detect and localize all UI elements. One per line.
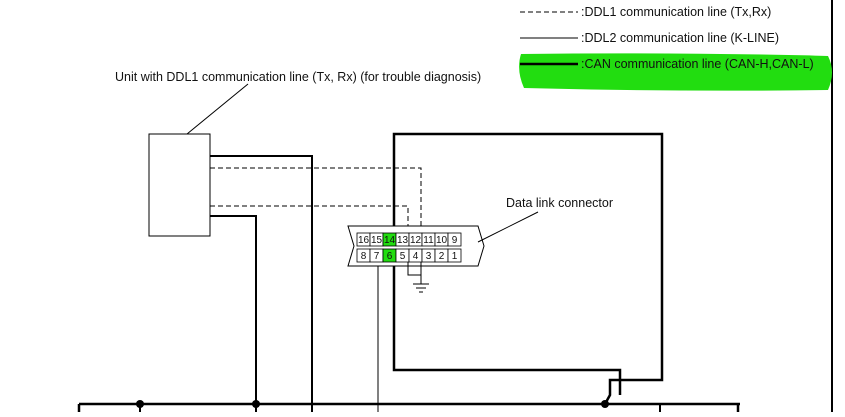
legend-ddl2-label: :DDL2 communication line (K-LINE): [581, 31, 779, 45]
pin-label-16: 16: [358, 235, 370, 246]
pin-cell-1: [447, 248, 462, 263]
legend-can-label: :CAN communication line (CAN-H,CAN-L): [581, 57, 814, 71]
pin-label-6: 6: [387, 251, 393, 262]
pin-label-14: 14: [384, 235, 396, 246]
connector-leader-line: [477, 211, 539, 243]
pin-label-12: 12: [410, 235, 422, 246]
pin-label-15: 15: [371, 235, 383, 246]
pin-label-13: 13: [397, 235, 409, 246]
pin-label-1: 1: [452, 251, 458, 262]
ground-icon: [413, 283, 429, 293]
wire-ddl1-tx: [210, 205, 409, 232]
pin-label-11: 11: [423, 235, 434, 246]
unit-leader-line: [186, 83, 249, 135]
junction-dot-1: [136, 400, 144, 408]
pin-label-7: 7: [374, 251, 380, 262]
wire-unit-k-line: [210, 155, 313, 412]
unit-label: Unit with DDL1 communication line (Tx, R…: [115, 70, 481, 84]
pin-label-3: 3: [426, 251, 432, 262]
pin-label-9: 9: [452, 235, 458, 246]
legend: :DDL1 communication line (Tx,Rx) :DDL2 c…: [519, 5, 832, 91]
pin-label-8: 8: [361, 251, 367, 262]
pin-label-2: 2: [439, 251, 445, 262]
unit-box: [148, 133, 211, 237]
pin-cell-9: [447, 232, 462, 247]
wire-unit-power: [210, 215, 257, 412]
junction-dot-2: [252, 400, 260, 408]
legend-can-highlight: [519, 53, 832, 91]
junction-dot-3: [601, 400, 609, 408]
connector-label: Data link connector: [506, 196, 613, 210]
legend-ddl1-label: :DDL1 communication line (Tx,Rx): [581, 5, 771, 19]
pin-label-4: 4: [413, 251, 419, 262]
wire-ground: [407, 262, 422, 276]
wire-ddl1-rx: [210, 167, 422, 232]
wire-can-pin6: [392, 262, 622, 395]
pin-label-10: 10: [436, 235, 448, 246]
pin-label-5: 5: [400, 251, 406, 262]
wire-can-loop: [392, 132, 664, 405]
